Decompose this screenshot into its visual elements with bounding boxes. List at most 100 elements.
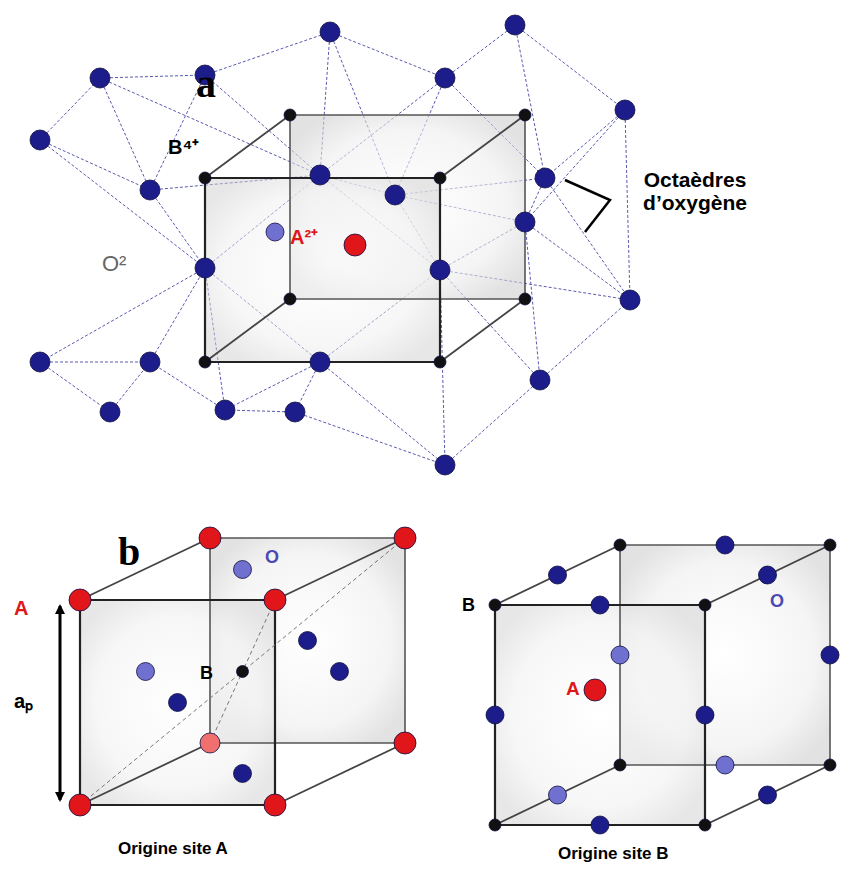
atom-label: B xyxy=(200,664,213,684)
atom-label: A xyxy=(566,679,580,700)
octahedron-edge xyxy=(150,190,205,268)
oxygen-atom xyxy=(137,663,155,681)
panel-b-site-a xyxy=(60,527,416,816)
a-cation xyxy=(584,679,606,701)
octahedron-edge xyxy=(40,140,150,190)
cube-edge xyxy=(205,299,290,362)
oxygen-atom xyxy=(486,706,504,724)
callout-label: Octaèdres d’oxygène xyxy=(620,168,770,214)
cube-front-face xyxy=(80,600,275,805)
a-cation xyxy=(199,527,221,549)
oxygen-atom xyxy=(530,370,550,390)
oxygen-atom xyxy=(435,68,455,88)
cube-edge xyxy=(80,599,275,601)
oxygen-atom xyxy=(759,566,777,584)
octahedron-edge xyxy=(445,380,540,465)
octahedron-edge xyxy=(295,412,445,465)
cube-edge xyxy=(274,600,276,805)
oxygen-atom xyxy=(234,765,252,783)
cube-edge xyxy=(80,538,210,600)
diagonal xyxy=(80,672,243,806)
dimension-arrow xyxy=(59,606,62,800)
cube-edge xyxy=(275,743,405,805)
b-cation xyxy=(824,759,836,771)
b-cation xyxy=(284,109,296,121)
atom-label: B xyxy=(462,596,475,616)
callout-bracket xyxy=(565,180,610,232)
oxygen-atom xyxy=(430,260,450,280)
cube-edge xyxy=(440,115,525,178)
caption-label: Origine site A xyxy=(118,840,228,859)
diagonal xyxy=(243,600,276,672)
ion-label: A²⁺ xyxy=(290,226,318,248)
cube-front-face xyxy=(205,178,440,362)
b-cation xyxy=(434,172,446,184)
oxygen-atom xyxy=(234,561,252,579)
oxygen-atom xyxy=(169,694,187,712)
oxygen-atom xyxy=(195,258,215,278)
atom-label: A xyxy=(14,597,28,619)
a-cation xyxy=(69,794,91,816)
oxygen-atom xyxy=(30,352,50,372)
a-cation xyxy=(394,527,416,549)
octahedron-edge xyxy=(320,362,445,465)
cube-edge xyxy=(210,537,405,539)
caption-label: Origine site B xyxy=(558,845,669,864)
panel-letter: a xyxy=(196,62,216,106)
ion-label: B⁴⁺ xyxy=(168,136,199,158)
cube-edge xyxy=(275,538,405,600)
b-cation xyxy=(199,356,211,368)
oxygen-atom xyxy=(716,536,734,554)
oxygen-atom xyxy=(535,168,555,188)
cube-front-face xyxy=(495,605,705,825)
octahedron-edge xyxy=(100,78,150,190)
a-cation xyxy=(200,733,220,753)
oxygen-atom xyxy=(615,100,635,120)
cube-edge xyxy=(404,538,406,743)
diagonal xyxy=(210,672,243,744)
b-cation xyxy=(489,819,501,831)
octahedron-edge xyxy=(40,140,205,268)
cube-edge xyxy=(290,298,525,300)
cube-edge xyxy=(79,600,81,805)
octahedron-edge xyxy=(225,410,295,412)
atom-label: O xyxy=(770,592,784,612)
cube-edge xyxy=(80,743,210,805)
oxygen-atom xyxy=(215,400,235,420)
b-cation xyxy=(699,599,711,611)
dimension-label: aₚ xyxy=(14,690,33,712)
octahedron-edge xyxy=(515,25,625,110)
oxygen-atom xyxy=(591,596,609,614)
a-cation xyxy=(264,589,286,611)
octahedron-edge xyxy=(525,222,630,300)
oxygen-atom xyxy=(320,22,340,42)
cube-edge xyxy=(209,538,211,743)
b-cation xyxy=(519,109,531,121)
cube-edge xyxy=(524,115,526,299)
oxygen-atom xyxy=(385,185,405,205)
atom-label: O xyxy=(265,548,279,568)
cube-edge xyxy=(440,299,525,362)
b-cation xyxy=(489,599,501,611)
a-cation xyxy=(394,732,416,754)
octahedron-edge xyxy=(545,110,625,178)
octahedron-edge xyxy=(445,25,515,78)
octahedron-edge xyxy=(100,75,205,78)
oxygen-atom xyxy=(285,402,305,422)
oxygen-atom xyxy=(549,566,567,584)
b-cation xyxy=(434,356,446,368)
panel-b-site-b xyxy=(486,536,839,834)
oxygen-atom xyxy=(331,663,349,681)
oxygen-atom xyxy=(310,165,330,185)
b-cation xyxy=(284,293,296,305)
octahedron-edge xyxy=(625,110,630,300)
oxygen-atom xyxy=(266,223,284,241)
oxygen-atom xyxy=(299,632,317,650)
octahedron-edge xyxy=(330,32,445,78)
oxygen-atom xyxy=(549,786,567,804)
octahedron-edge xyxy=(545,178,630,300)
octahedron-edge xyxy=(40,78,100,140)
diagonal xyxy=(243,538,406,672)
